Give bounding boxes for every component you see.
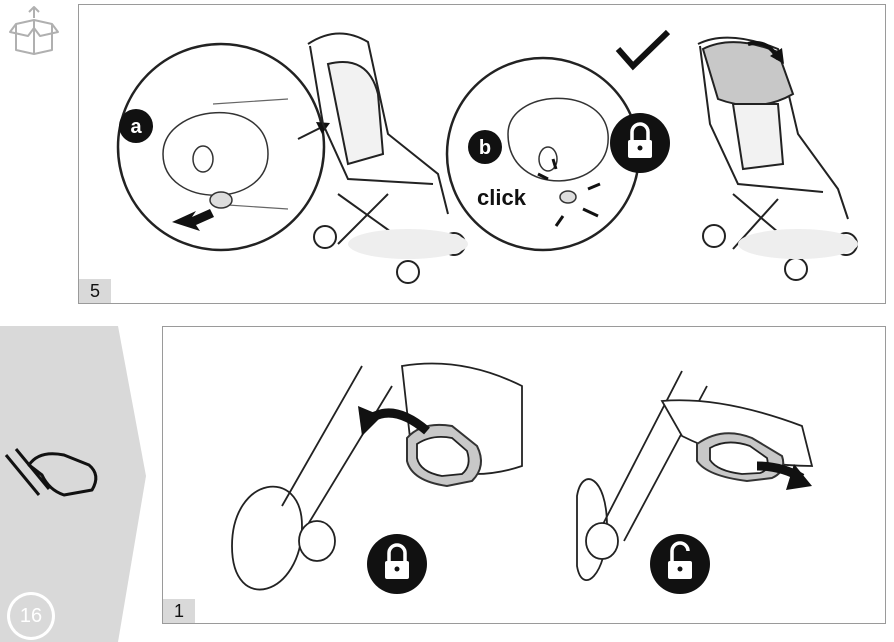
check-icon: [615, 29, 671, 71]
box-open-icon: [9, 6, 59, 55]
click-label: click: [477, 185, 526, 210]
detail-circle-a: [116, 42, 326, 252]
stroller-illustration-2: [697, 36, 858, 281]
brake-pedal-icon: [4, 448, 98, 497]
padlock-open-icon: [650, 534, 710, 594]
svg-text:b: b: [479, 137, 491, 159]
brake-unlocked-detail: [576, 370, 814, 581]
brake-locked-detail: [231, 362, 523, 591]
step-number: 5: [79, 279, 111, 303]
label-a-badge: a: [119, 109, 153, 143]
padlock-closed-icon: [610, 113, 670, 173]
rotate-arrow-icon: [358, 406, 430, 436]
padlock-closed-icon: [367, 534, 427, 594]
slide-arrow-icon: [756, 461, 812, 490]
step-number: 1: [163, 599, 195, 623]
section-side-tab: [0, 326, 146, 642]
canopy-arrow-icon: [747, 41, 784, 64]
step-5-illustration: a b: [116, 29, 858, 284]
stroller-illustration-1: [307, 32, 468, 284]
label-b-badge: b: [468, 130, 502, 164]
svg-text:a: a: [130, 116, 142, 138]
push-arrow-icon: [172, 209, 214, 231]
page-number: 16: [19, 605, 43, 627]
step-1-illustration: [231, 362, 814, 594]
